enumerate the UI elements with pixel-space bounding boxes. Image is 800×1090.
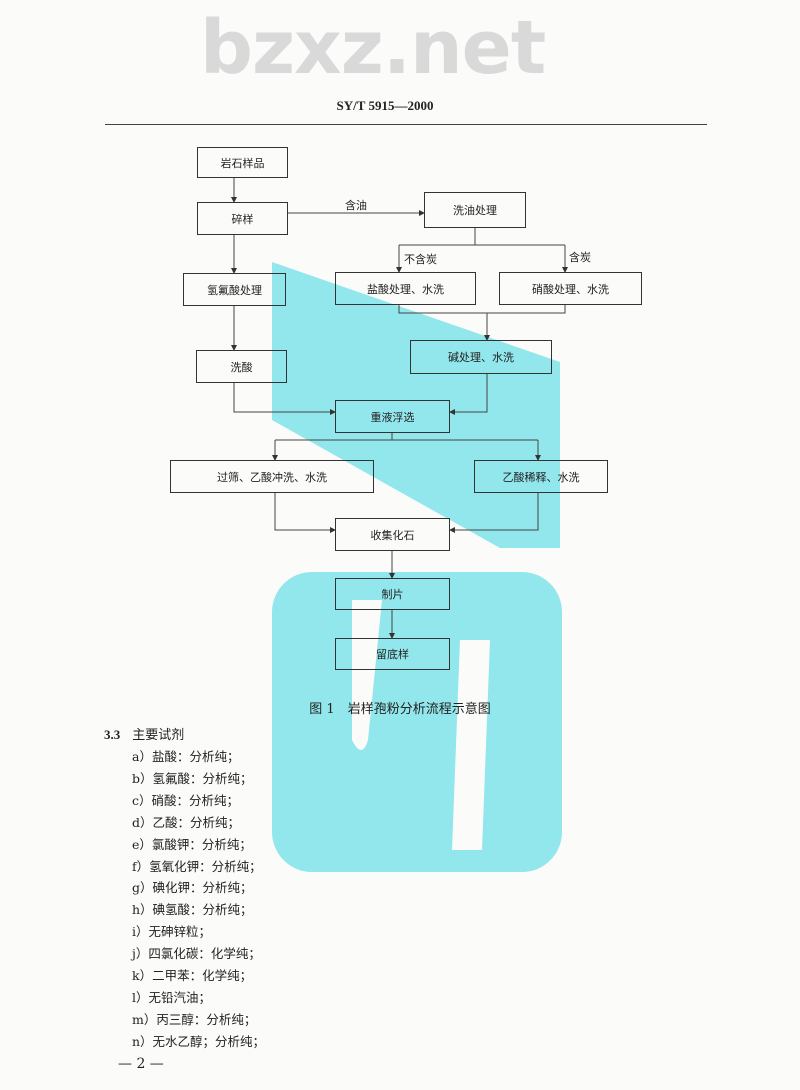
edge-label-carbon: 含炭 bbox=[569, 251, 591, 264]
list-item: b）氢氟酸：分析纯； bbox=[132, 770, 253, 786]
list-item: i）无砷锌粒； bbox=[132, 924, 211, 940]
list-item: m）丙三醇：分析纯； bbox=[132, 1011, 257, 1027]
section-number: 3.3 bbox=[104, 727, 121, 742]
section-heading: 3.3 主要试剂 bbox=[104, 724, 184, 743]
page-number: — 2 — bbox=[118, 1056, 164, 1072]
node-slide: 制片 bbox=[335, 578, 450, 610]
list-item: l）无铅汽油； bbox=[132, 989, 211, 1005]
node-collect: 收集化石 bbox=[335, 518, 450, 551]
node-oil-wash: 洗油处理 bbox=[424, 192, 526, 228]
node-alkali-wash: 碱处理、水洗 bbox=[410, 340, 552, 374]
watermark-text: bzxz.net bbox=[200, 5, 546, 91]
figure-caption: 图 1 岩样孢粉分析流程示意图 bbox=[309, 702, 491, 717]
node-acetic-dilute: 乙酸稀释、水洗 bbox=[474, 460, 608, 493]
node-sieve: 过筛、乙酸冲洗、水洗 bbox=[170, 460, 374, 493]
node-hf-treatment: 氢氟酸处理 bbox=[183, 273, 286, 306]
list-item: c）硝酸：分析纯； bbox=[132, 792, 240, 808]
list-item: g）碘化钾：分析纯； bbox=[132, 880, 253, 896]
node-hcl-wash: 盐酸处理、水洗 bbox=[335, 272, 476, 305]
node-retain: 留底样 bbox=[335, 638, 450, 670]
node-crush: 碎样 bbox=[197, 202, 288, 235]
node-heavy-liquid: 重液浮选 bbox=[335, 400, 450, 433]
edge-label-no-carbon: 不含炭 bbox=[404, 253, 437, 266]
list-item: a）盐酸：分析纯； bbox=[132, 749, 240, 764]
reagent-list: a）盐酸：分析纯； b）氢氟酸：分析纯； c）硝酸：分析纯； d）乙酸：分析纯；… bbox=[132, 746, 265, 1053]
list-item: e）氯酸钾：分析纯； bbox=[132, 836, 252, 852]
node-acid-wash: 洗酸 bbox=[196, 350, 287, 383]
list-item: j）四氯化碳：化学纯； bbox=[132, 946, 261, 962]
header-rule bbox=[105, 124, 707, 125]
list-item: h）碘氢酸：分析纯； bbox=[132, 902, 253, 918]
edge-label-oil: 含油 bbox=[345, 199, 367, 212]
list-item: k）二甲苯：化学纯； bbox=[132, 968, 253, 984]
section-title: 主要试剂 bbox=[132, 728, 185, 743]
list-item: d）乙酸：分析纯； bbox=[132, 814, 241, 830]
node-hno3-wash: 硝酸处理、水洗 bbox=[499, 272, 642, 305]
document-code: SY/T 5915—2000 bbox=[336, 98, 434, 113]
list-item: f）氢氧化钾：分析纯； bbox=[132, 858, 262, 874]
list-item: n）无水乙醇；分析纯； bbox=[132, 1033, 266, 1049]
node-rock-sample: 岩石样品 bbox=[197, 147, 288, 178]
